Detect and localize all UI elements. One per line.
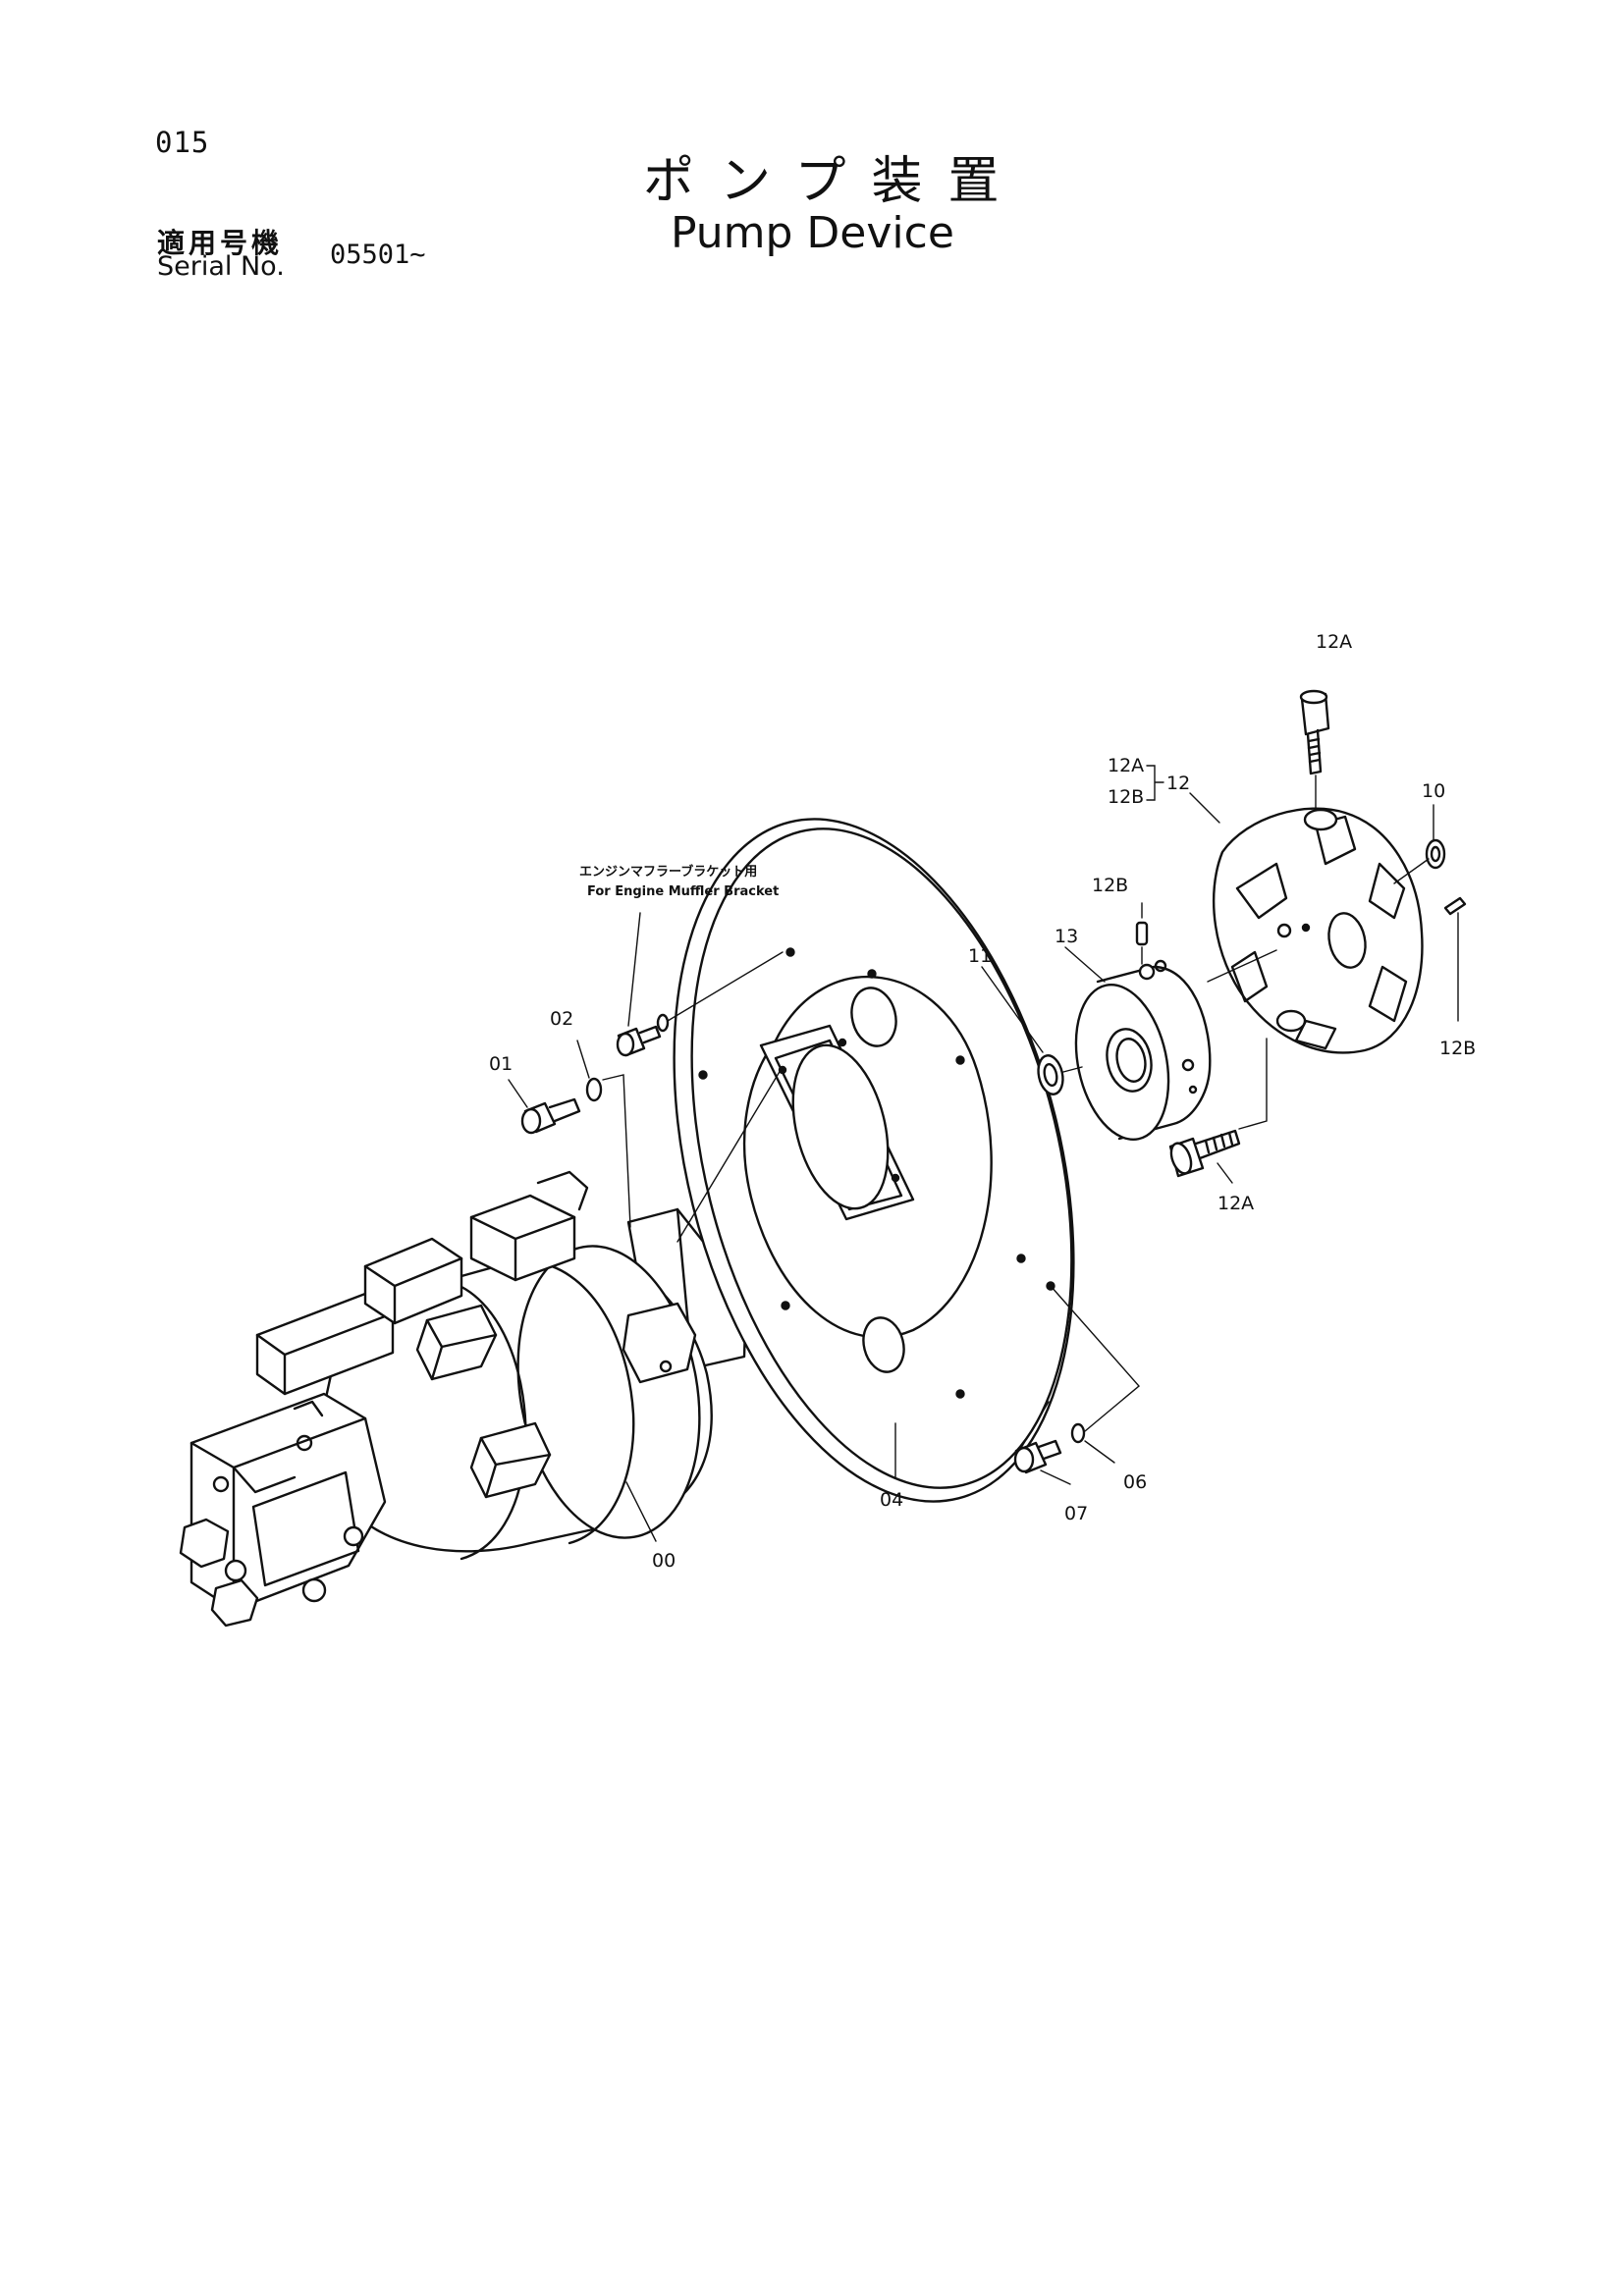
callout-12b-pin: 12B bbox=[1092, 875, 1128, 896]
elastic-coupling bbox=[1213, 807, 1424, 1054]
coupling-hub bbox=[1074, 959, 1212, 1142]
serial-number-value: 05501~ bbox=[330, 240, 426, 270]
page-number: 015 bbox=[155, 126, 210, 159]
spring-pin-top bbox=[1135, 921, 1149, 946]
page-title-en: Pump Device bbox=[671, 208, 954, 258]
bolt-07 bbox=[1013, 1439, 1062, 1474]
spring-pin-right bbox=[1443, 896, 1467, 916]
callout-12: 12 bbox=[1166, 773, 1190, 794]
callout-13: 13 bbox=[1055, 926, 1078, 947]
washer-10 bbox=[1425, 838, 1446, 870]
callout-10: 10 bbox=[1422, 780, 1445, 802]
pump-assembly bbox=[179, 1170, 748, 1628]
callout-02: 02 bbox=[550, 1008, 573, 1030]
callout-04: 04 bbox=[880, 1489, 903, 1511]
note-muffler-bracket-en: For Engine Muffler Bracket bbox=[587, 884, 779, 899]
muffler-bracket-bolt bbox=[616, 1013, 670, 1057]
callout-01: 01 bbox=[489, 1053, 513, 1075]
callout-07: 07 bbox=[1064, 1503, 1088, 1524]
serial-label-en: Serial No. bbox=[157, 251, 285, 282]
callout-06: 06 bbox=[1123, 1471, 1147, 1493]
bolt-01 bbox=[520, 1097, 581, 1135]
callout-00: 00 bbox=[652, 1550, 676, 1572]
callout-12a-bottom: 12A bbox=[1217, 1193, 1254, 1214]
washer-06 bbox=[1070, 1422, 1086, 1444]
callout-11: 11 bbox=[968, 945, 992, 967]
washer-02 bbox=[585, 1077, 603, 1102]
page-title-jp: ポンプ装置 bbox=[643, 152, 1025, 211]
callout-12b-right: 12B bbox=[1439, 1038, 1476, 1059]
callout-12a-top: 12A bbox=[1316, 631, 1352, 653]
callout-12b-group: 12B bbox=[1108, 786, 1144, 808]
note-muffler-bracket-jp: エンジンマフラーブラケット用 bbox=[579, 864, 757, 880]
callout-12a-group: 12A bbox=[1108, 755, 1144, 776]
seal-ring-11 bbox=[1037, 1054, 1064, 1095]
leader-lines bbox=[508, 765, 1459, 1542]
flywheel-housing bbox=[673, 818, 1075, 1503]
serial-label-jp: 適用号機 bbox=[157, 227, 284, 259]
cap-bolt-bottom bbox=[1168, 1129, 1241, 1178]
cap-bolt-top bbox=[1299, 689, 1330, 775]
